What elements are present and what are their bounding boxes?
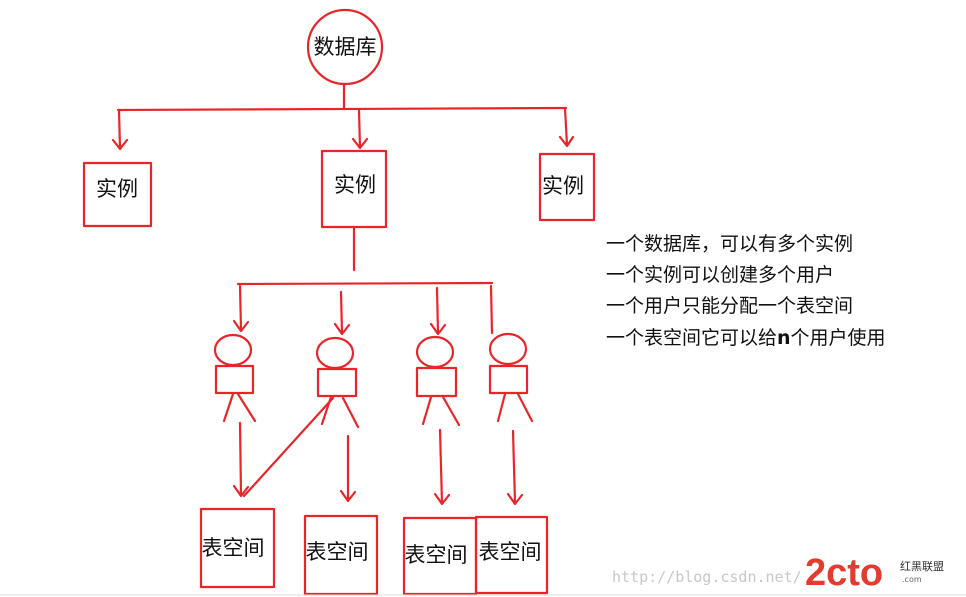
note-line-4-before: 一个表空间它可以给 — [606, 327, 777, 349]
logo-domain: .com — [902, 575, 922, 584]
instance-box-3 — [538, 152, 596, 222]
notes-block: 一个数据库，可以有多个实例 一个实例可以创建多个用户 一个用户只能分配一个表空间… — [606, 233, 886, 349]
instance-label-3: 实例 — [542, 174, 584, 198]
tablespace-box-1 — [199, 507, 276, 589]
tablespace-box-2 — [303, 514, 379, 596]
tablespace-label-3: 表空间 — [405, 543, 468, 567]
user-figure-3 — [415, 335, 461, 427]
watermark-url: http://blog.csdn.net/ — [612, 568, 802, 586]
instance-label-2: 实例 — [334, 173, 376, 197]
note-line-4: 一个表空间它可以给n个用户使用 — [606, 327, 886, 349]
note-line-3: 一个用户只能分配一个表空间 — [606, 295, 853, 317]
watermark-logo: 2cto 红黑联盟 .com — [805, 552, 944, 594]
note-line-4-after: 个用户使用 — [791, 327, 886, 349]
user-to-tablespace-arrows — [232, 396, 524, 506]
database-to-instance-connectors — [111, 83, 575, 151]
instance-box-1 — [82, 161, 153, 228]
user-figure-4 — [488, 332, 534, 423]
note-line-4-n: n — [777, 327, 791, 349]
logo-cn: 红黑联盟 — [900, 560, 944, 573]
instance-to-user-connectors — [232, 226, 494, 336]
tablespace-label-2: 表空间 — [306, 540, 369, 564]
database-node — [306, 8, 384, 86]
database-label: 数据库 — [314, 35, 377, 59]
user-figure-1 — [213, 333, 257, 423]
tablespace-label-4: 表空间 — [479, 540, 542, 564]
logo-main: 2cto — [805, 552, 883, 594]
tablespace-box-4 — [474, 515, 549, 595]
user-figure-2 — [315, 336, 360, 429]
tablespace-label-1: 表空间 — [202, 536, 265, 560]
instance-label-1: 实例 — [96, 177, 138, 201]
note-line-2: 一个实例可以创建多个用户 — [606, 264, 834, 286]
note-line-1: 一个数据库，可以有多个实例 — [606, 233, 853, 255]
